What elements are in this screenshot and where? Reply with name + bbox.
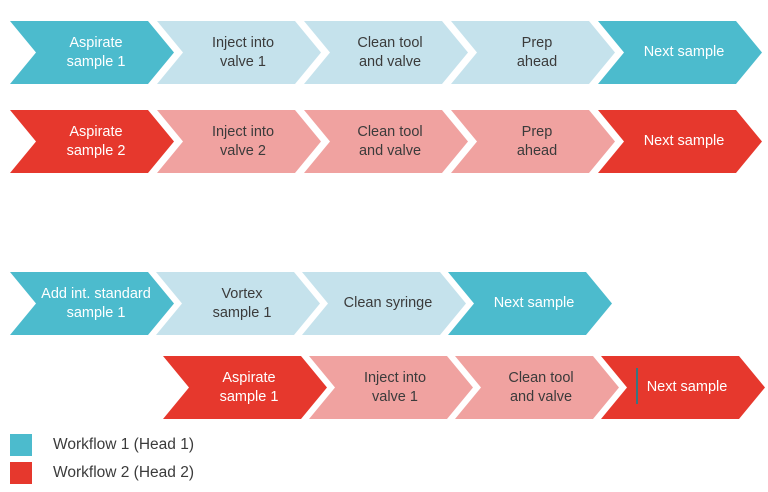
- row-workflow1-run1: Aspirate sample 1 Inject into valve 1 Cl…: [0, 21, 768, 84]
- step-label: Inject into valve 1: [363, 369, 427, 405]
- step-label: Aspirate sample 2: [66, 123, 126, 159]
- step-label: Next sample: [643, 133, 725, 149]
- step-label: Clean syringe: [343, 295, 433, 311]
- row-workflow2-run2: Aspirate sample 1 Inject into valve 1 Cl…: [0, 356, 768, 419]
- step-label: Inject into valve 2: [211, 123, 275, 159]
- step-label: Next sample: [643, 44, 725, 60]
- step-inject-into-valve-1: Inject into valve 1: [309, 356, 473, 419]
- step-aspirate-sample-1: Aspirate sample 1: [163, 356, 327, 419]
- step-prep-ahead: Prep ahead: [451, 21, 615, 84]
- step-label: Clean tool and valve: [357, 34, 423, 70]
- step-label: Prep ahead: [516, 123, 558, 159]
- step-label: Clean tool and valve: [508, 369, 574, 405]
- step-next-sample: Next sample: [598, 110, 762, 173]
- step-label: Add int. standard sample 1: [41, 285, 151, 321]
- step-label: Inject into valve 1: [211, 34, 275, 70]
- step-add-int-standard-sample-1: Add int. standard sample 1: [10, 272, 174, 335]
- step-next-sample: Next sample: [598, 21, 762, 84]
- workflow2-color-swatch: [10, 462, 32, 484]
- step-inject-into-valve-1: Inject into valve 1: [157, 21, 321, 84]
- workflow1-color-swatch: [10, 434, 32, 456]
- step-label: Aspirate sample 1: [219, 369, 279, 405]
- legend-label: Workflow 2 (Head 2): [53, 464, 194, 481]
- step-aspirate-sample-2: Aspirate sample 2: [10, 110, 174, 173]
- legend-item-workflow1: Workflow 1 (Head 1): [10, 434, 194, 456]
- step-clean-tool-and-valve: Clean tool and valve: [304, 110, 468, 173]
- step-inject-into-valve-2: Inject into valve 2: [157, 110, 321, 173]
- row-workflow1-run2: Add int. standard sample 1 Vortex sample…: [0, 272, 768, 335]
- step-next-sample: Next sample: [601, 356, 765, 419]
- legend: Workflow 1 (Head 1) Workflow 2 (Head 2): [10, 434, 194, 490]
- step-clean-syringe: Clean syringe: [302, 272, 466, 335]
- legend-item-workflow2: Workflow 2 (Head 2): [10, 462, 194, 484]
- step-label: Aspirate sample 1: [66, 34, 126, 70]
- step-label: Clean tool and valve: [357, 123, 423, 159]
- step-vortex-sample-1: Vortex sample 1: [156, 272, 320, 335]
- row-workflow2-run1: Aspirate sample 2 Inject into valve 2 Cl…: [0, 110, 768, 173]
- step-label: Next sample: [493, 295, 575, 311]
- step-label: Prep ahead: [516, 34, 558, 70]
- step-label: Next sample: [646, 379, 728, 395]
- step-prep-ahead: Prep ahead: [451, 110, 615, 173]
- text-cursor: [636, 368, 638, 404]
- step-aspirate-sample-1: Aspirate sample 1: [10, 21, 174, 84]
- step-next-sample: Next sample: [448, 272, 612, 335]
- step-clean-tool-and-valve: Clean tool and valve: [304, 21, 468, 84]
- legend-label: Workflow 1 (Head 1): [53, 436, 194, 453]
- step-label: Vortex sample 1: [212, 285, 272, 321]
- step-clean-tool-and-valve: Clean tool and valve: [455, 356, 619, 419]
